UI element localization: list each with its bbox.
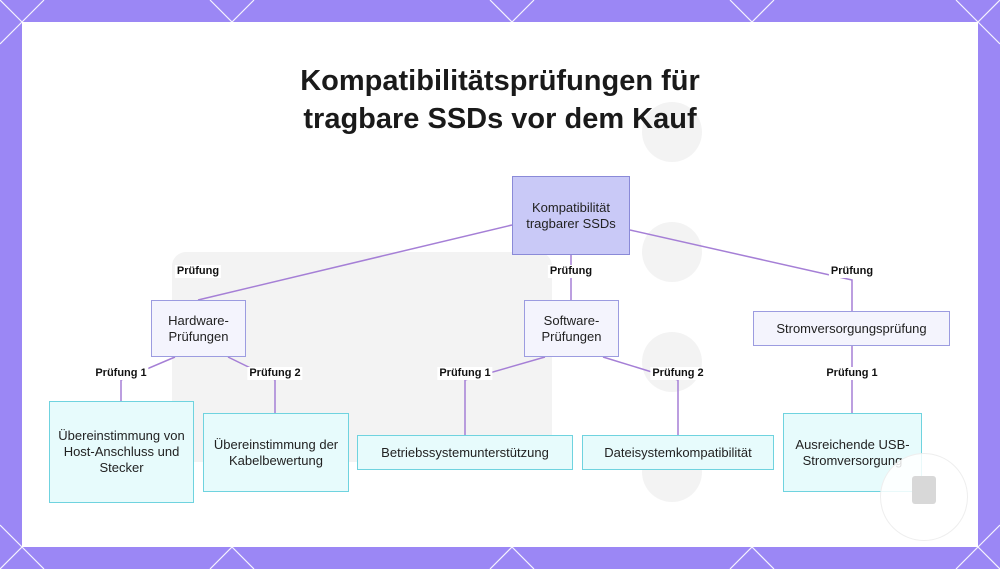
edge-label-software-fs: Prüfung 2 [650, 367, 706, 380]
edge-hardware-host [120, 356, 176, 401]
edge-label-root-hardware: Prüfung [174, 265, 222, 278]
edge-software-fs [602, 356, 679, 435]
edge-label-root-power: Prüfung [828, 265, 876, 278]
edge-hardware-cable [227, 356, 276, 413]
document-icon [912, 476, 936, 504]
title-line-1: Kompatibilitätsprüfungen für [300, 65, 700, 97]
edge-label-hardware-host: Prüfung 1 [93, 367, 149, 380]
background-blur-circle [642, 222, 702, 282]
node-software: Software-Prüfungen [524, 300, 619, 357]
node-host-connector: Übereinstimmung von Host-Anschluss und S… [49, 401, 194, 503]
edge-software-os [464, 356, 546, 435]
background-blur-circle [642, 332, 702, 392]
title-line-2: tragbare SSDs vor dem Kauf [303, 103, 697, 135]
node-power: Stromversorgungsprüfung [753, 311, 950, 346]
node-hardware: Hardware-Prüfungen [151, 300, 246, 357]
node-cable-rating: Übereinstimmung der Kabelbewertung [203, 413, 349, 492]
background-blur-circle [642, 102, 702, 162]
edge-label-power-usb: Prüfung 1 [824, 367, 880, 380]
diagram-title: Kompatibilitätsprüfungen für tragbare SS… [0, 62, 1000, 138]
edge-root-power [629, 229, 853, 311]
edge-label-root-software: Prüfung [547, 265, 595, 278]
node-usb-power: Ausreichende USB-Stromversorgung [783, 413, 922, 492]
node-filesystem: Dateisystemkompatibilität [582, 435, 774, 470]
edge-root-hardware [197, 224, 513, 301]
edge-label-software-os: Prüfung 1 [437, 367, 493, 380]
edge-label-hardware-cable: Prüfung 2 [247, 367, 303, 380]
node-root: Kompatibilität tragbarer SSDs [512, 176, 630, 255]
node-os-support: Betriebssystemunterstützung [357, 435, 573, 470]
